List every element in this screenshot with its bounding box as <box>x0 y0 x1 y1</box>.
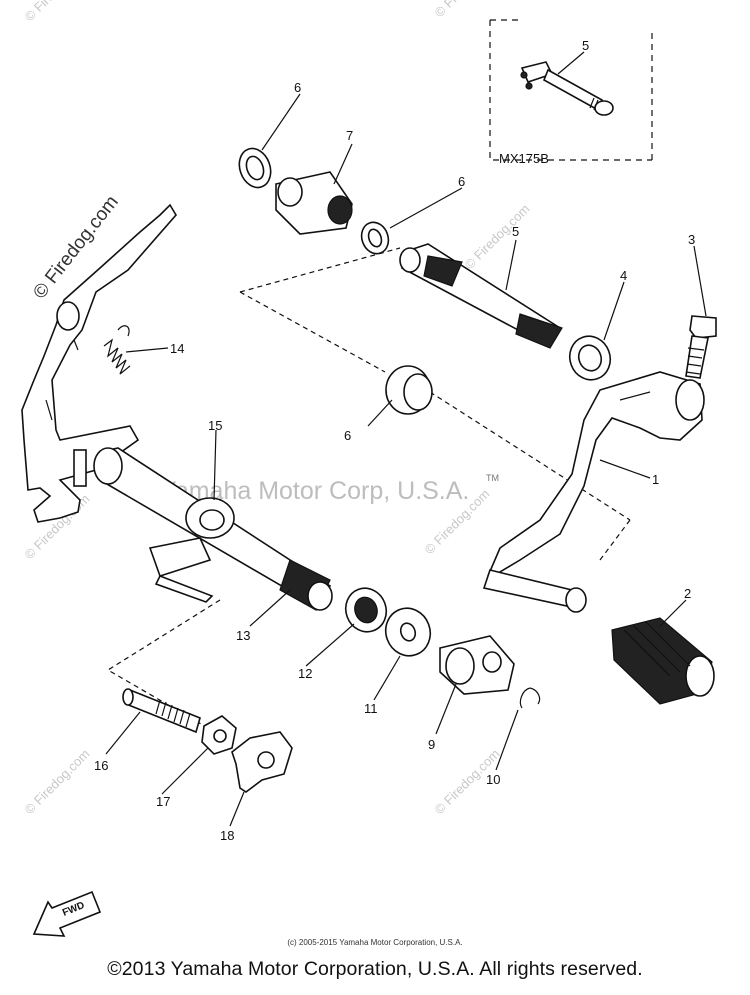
inset-shaft-part <box>520 61 614 116</box>
shift-shaft-13 <box>93 447 333 611</box>
fwd-arrow: FWD <box>32 890 102 937</box>
callout-11: 11 <box>364 701 378 716</box>
callout-2: 2 <box>684 586 691 601</box>
kick-rubber-2 <box>611 617 715 705</box>
watermark-brand: © Firedog.com <box>22 746 93 817</box>
callout-layer: 6 7 6 5 5 4 3 1 2 6 14 15 13 12 11 9 10 … <box>94 38 695 843</box>
main-copyright: ©2013 Yamaha Motor Corporation, U.S.A. A… <box>107 958 643 980</box>
kick-shaft-5 <box>399 243 563 349</box>
callout-10: 10 <box>486 772 500 787</box>
callout-5: 5 <box>512 224 519 239</box>
callout-17: 17 <box>156 794 170 809</box>
watermark-brand-dark: © Firedog.com <box>29 192 122 303</box>
callout-3: 3 <box>688 232 695 247</box>
callout-18: 18 <box>220 828 234 843</box>
small-copyright: (c) 2005-2015 Yamaha Motor Corporation, … <box>287 938 463 947</box>
callout-6: 6 <box>458 174 465 189</box>
watermark-brand: © Firedog.com <box>22 0 93 24</box>
washers-and-clamp <box>344 587 541 709</box>
kick-crank-1 <box>482 371 705 613</box>
callout-4: 4 <box>620 268 627 283</box>
trademark-mark: TM <box>486 473 499 483</box>
inset-label: MX175B <box>499 151 549 166</box>
callout-6: 6 <box>294 80 301 95</box>
callout-14: 14 <box>170 341 184 356</box>
callout-5: 5 <box>582 38 589 53</box>
watermark-brand: © Firedog.com <box>432 0 503 20</box>
callout-15: 15 <box>208 418 222 433</box>
bolt-3 <box>685 315 717 379</box>
callout-9: 9 <box>428 737 435 752</box>
leader-lines <box>105 51 707 827</box>
oil-seal-4 <box>568 335 612 381</box>
callout-16: 16 <box>94 758 108 773</box>
bushing-8 <box>385 365 433 415</box>
shift-arm-bracket <box>21 203 177 523</box>
spring-14 <box>103 325 131 375</box>
watermark-brand: © Firedog.com <box>462 201 533 272</box>
parts-6-7 <box>238 147 390 255</box>
callout-1: 1 <box>652 472 659 487</box>
callout-6: 6 <box>344 428 351 443</box>
callout-12: 12 <box>298 666 312 681</box>
inset-mx175b: MX175B <box>489 19 653 166</box>
callout-13: 13 <box>236 628 250 643</box>
bolt-nut-plate <box>122 688 293 793</box>
callout-7: 7 <box>346 128 353 143</box>
